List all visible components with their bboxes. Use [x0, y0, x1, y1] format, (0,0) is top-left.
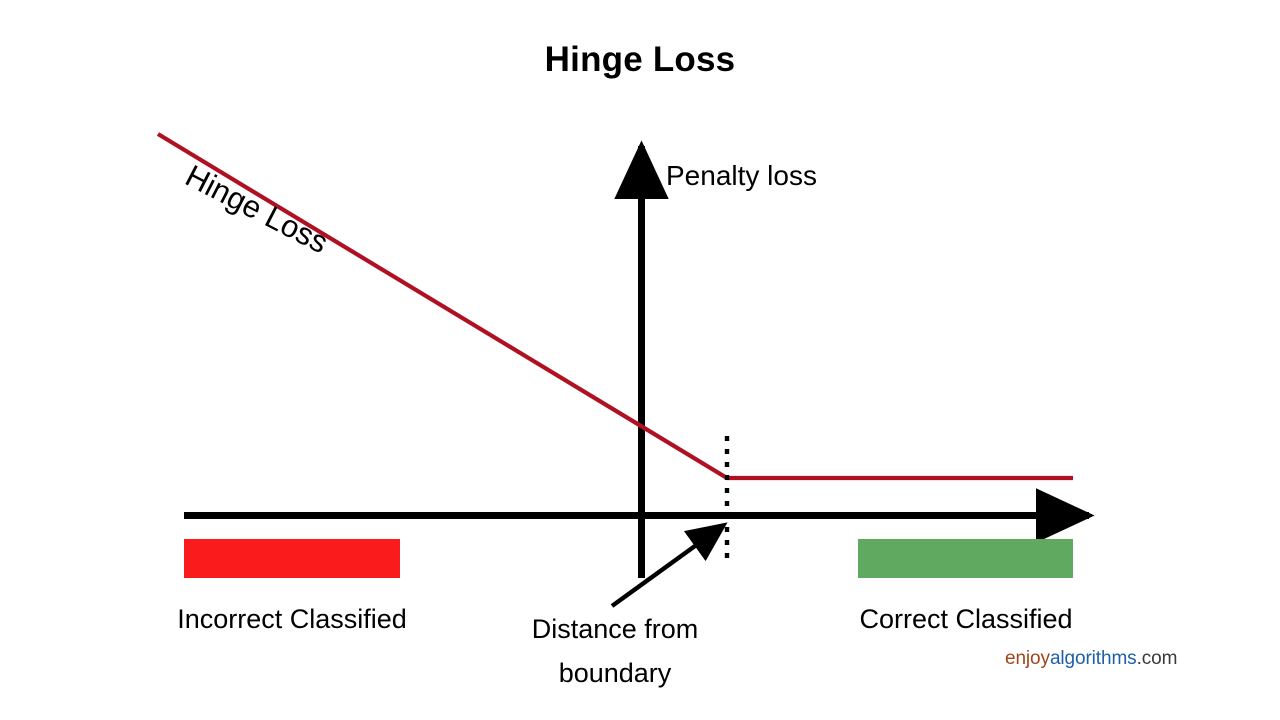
legend-swatch-correct [858, 539, 1073, 578]
legend-label-incorrect: Incorrect Classified [177, 604, 407, 634]
legend-swatch-incorrect [184, 539, 400, 578]
distance-pointer-arrow [610, 522, 728, 608]
y-axis-label: Penalty loss [666, 160, 817, 191]
page-title: Hinge Loss [544, 40, 736, 79]
watermark: enjoyalgorithms.com [1005, 648, 1177, 670]
x-axis-label-line2: boundary [558, 657, 672, 688]
x-axis-label: Distance from boundary [465, 608, 765, 695]
x-axis-label-line1: Distance from [531, 614, 699, 644]
watermark-part-algorithms: algorithms [1049, 648, 1137, 669]
hinge-loss-curve [156, 132, 1073, 481]
watermark-part-com: .com [1136, 648, 1178, 669]
legend-label-correct: Correct Classified [859, 604, 1073, 634]
watermark-part-enjoy: enjoy [1005, 648, 1050, 669]
